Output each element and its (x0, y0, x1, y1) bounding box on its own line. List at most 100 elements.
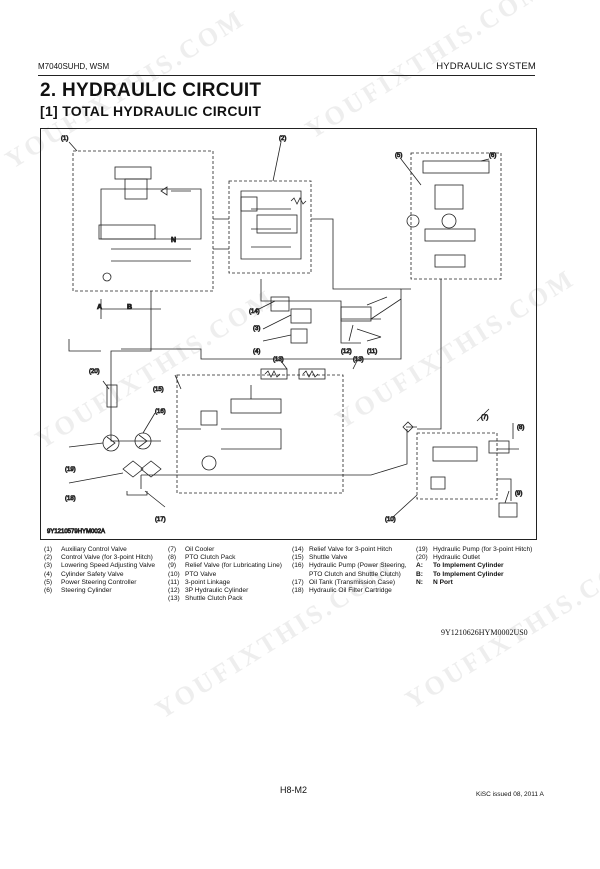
legend-column-1: (1)Auxiliary Control Valve (2)Control Va… (44, 546, 164, 595)
main-line (251, 208, 291, 248)
aux-control-valve-box (72, 150, 214, 292)
callout-3: (3) (253, 326, 260, 332)
callout-11: (11) (367, 349, 377, 355)
diagram-image-code: 9Y1210579HYM002A (47, 529, 105, 535)
oil-filter-cartridge (122, 460, 162, 478)
callout-18: (18) (65, 496, 76, 502)
page-number: H8-M2 (280, 785, 308, 795)
watermark: YOUFIXTHIS.COM (300, 0, 551, 145)
callout-9: (9) (515, 491, 522, 497)
relief-valve-lube (498, 502, 518, 518)
main-line (110, 429, 161, 442)
control-valve-box (228, 180, 312, 274)
legend-item: (11)3-point Linkage (168, 578, 231, 586)
legend-item: (5)Power Steering Controller (44, 578, 137, 586)
steering-unit (434, 184, 464, 210)
callout-19: (19) (65, 467, 76, 473)
3-point-linkage (356, 296, 388, 338)
pto-valve-box (416, 432, 498, 500)
accumulator (201, 455, 217, 471)
legend-column-3: (14)Relief Valve for 3-point Hitch (15)S… (292, 546, 416, 595)
relief-valve-box (270, 296, 290, 312)
legend-item: (7)Oil Cooler (168, 546, 215, 553)
callout-8: (8) (517, 425, 524, 431)
legend-item-port: B:To Implement Cylinder (416, 570, 504, 578)
issue-date: KiSC issued 08, 2011 A (476, 791, 544, 798)
3p-hydraulic-cylinder (340, 306, 372, 322)
main-line (121, 288, 411, 360)
valve-block (434, 254, 466, 268)
port-label-a: A (97, 304, 102, 311)
hydraulic-outlet (106, 384, 118, 408)
callout-10: (10) (385, 517, 396, 523)
callout-7: (7) (481, 415, 488, 421)
callout-4: (4) (253, 349, 260, 355)
callout-15: (15) (153, 387, 164, 393)
main-line (111, 248, 191, 262)
section-title: [1] TOTAL HYDRAULIC CIRCUIT (40, 103, 262, 119)
legend-item: (18)Hydraulic Oil Filter Cartridge (292, 587, 392, 595)
oil-cooler (402, 421, 414, 433)
main-line (100, 188, 202, 240)
legend-item: (19)Hydraulic Pump (for 3-point Hitch) (416, 546, 533, 553)
callout-20: (20) (89, 369, 100, 375)
oil-tank (126, 491, 148, 496)
legend-item-port: N:N Port (416, 578, 453, 586)
spring-symbol (264, 370, 319, 378)
steering-wheel (406, 214, 420, 228)
valve-block (200, 410, 218, 426)
callout-1: (1) (61, 136, 68, 142)
legend-item: (4)Cylinder Safety Valve (44, 570, 124, 578)
callout-13-right: (13) (353, 357, 364, 363)
port-symbol (102, 272, 112, 282)
legend-item: (3)Lowering Speed Adjusting Valve (44, 562, 156, 570)
main-line (68, 339, 101, 352)
legend-item: (12)3P Hydraulic Cylinder (168, 587, 249, 595)
callout-6: (6) (489, 153, 496, 159)
valve-spool (432, 446, 478, 462)
document-code: 9Y1210626HYM0002US0 (441, 628, 528, 637)
callout-2: (2) (279, 136, 286, 142)
valve-spool (98, 224, 156, 240)
callout-13-left: (13) (273, 357, 284, 363)
main-line (417, 279, 442, 430)
page-title: 2. HYDRAULIC CIRCUIT (40, 80, 262, 101)
callout-5: (5) (395, 153, 402, 159)
shuttle-clutch-pack (260, 368, 288, 380)
legend-item: (17)Oil Tank (Transmission Case) (292, 578, 396, 586)
main-line (311, 218, 401, 290)
legend-item: (9)Relief Valve (for Lubricating Line) (168, 562, 282, 570)
port-label-n: N (171, 237, 176, 244)
lowering-speed-valve (290, 308, 312, 324)
port-label-b: B (127, 304, 132, 311)
main-line (497, 448, 519, 501)
main-line (140, 428, 201, 489)
main-line (110, 291, 152, 429)
shuttle-valve-box (176, 374, 344, 494)
header-rule (38, 75, 535, 76)
legend-item: (10)PTO Valve (168, 570, 217, 578)
legend-item: (2)Control Valve (for 3-point Hitch) (44, 554, 153, 562)
callout-14: (14) (249, 309, 260, 315)
valve-spool (424, 228, 476, 242)
valve-spool (230, 398, 282, 414)
header-section: HYDRAULIC SYSTEM (436, 61, 536, 72)
steering-cylinder (422, 160, 490, 174)
callout-17: (17) (155, 517, 166, 523)
valve-block (114, 166, 152, 180)
main-line (100, 299, 161, 319)
main-line (141, 426, 417, 476)
legend-item: (13)Shuttle Clutch Pack (168, 595, 243, 603)
shuttle-clutch-pack (298, 368, 326, 380)
legend-item: (20)Hydraulic Outlet (416, 554, 480, 562)
legend-item: (6)Steering Cylinder (44, 587, 112, 595)
steering-motor (441, 213, 457, 229)
callout-leader (68, 141, 514, 518)
legend-item-port: A:To Implement Cylinder (416, 562, 504, 570)
header-model: M7040SUHD, WSM (38, 62, 110, 71)
main-line (240, 190, 302, 260)
main-line (213, 218, 229, 250)
valve-block (430, 476, 446, 490)
legend-item: (8)PTO Clutch Pack (168, 554, 236, 562)
valve-block (240, 196, 258, 212)
